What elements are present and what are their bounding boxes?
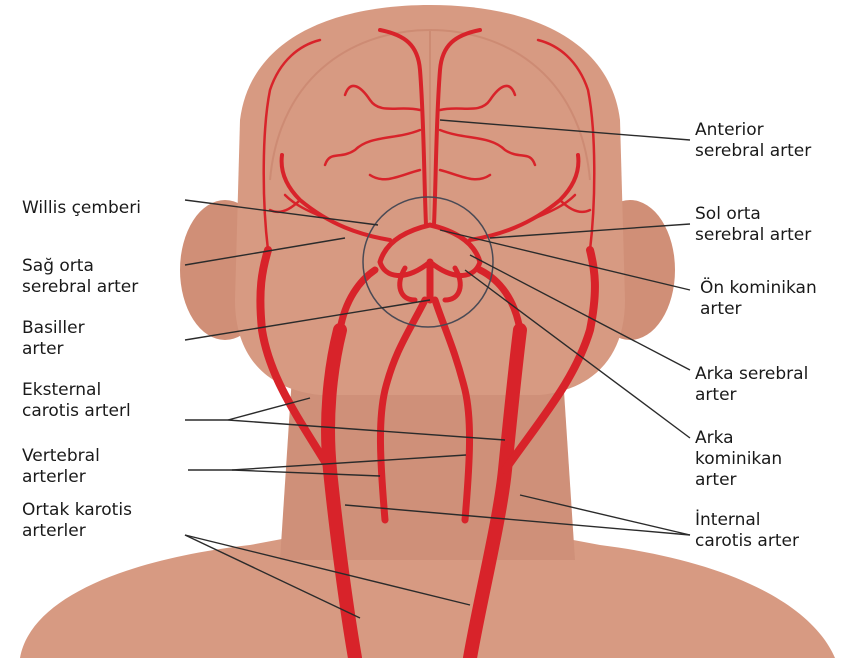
label-basilar: Basiller arter [22,318,85,360]
label-anterior-communicating: Ön kominikan arter [700,278,817,320]
label-left-middle-cerebral: Sol orta serebral arter [695,204,811,246]
label-anterior-cerebral: Anterior serebral arter [695,120,811,162]
label-posterior-communicating: Arka kominikan arter [695,428,782,491]
label-right-middle-cerebral: Sağ orta serebral arter [22,256,138,298]
label-common-carotid: Ortak karotis arterler [22,500,132,542]
label-vertebral: Vertebral arterler [22,446,100,488]
label-internal-carotid: İnternal carotis arter [695,510,799,552]
label-external-carotid: Eksternal carotis arterl [22,380,131,422]
label-willis: Willis çemberi [22,198,141,219]
label-posterior-cerebral: Arka serebral arter [695,364,808,406]
